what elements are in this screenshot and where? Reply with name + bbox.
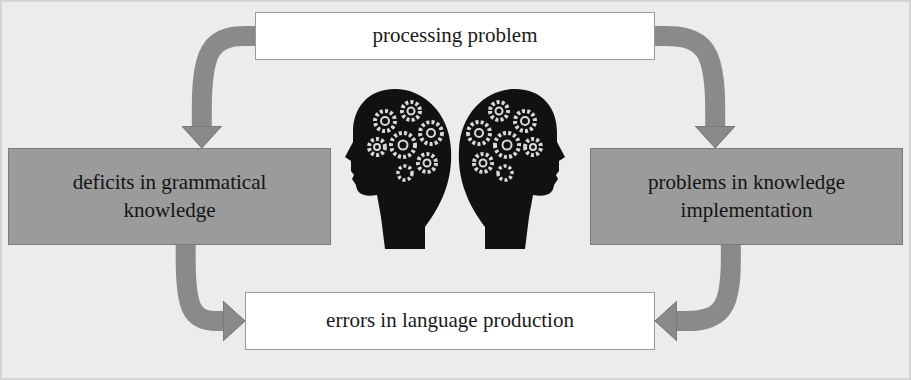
box-label: problems in knowledge implementation <box>625 169 868 224</box>
box-label: processing problem <box>372 22 537 49</box>
head-silhouette <box>459 89 565 249</box>
head-silhouette <box>345 89 451 249</box>
cause-box: deficits in grammatical knowledge <box>8 148 331 245</box>
flow-arrow <box>202 36 255 126</box>
flow-arrow <box>186 245 223 321</box>
box-label: deficits in grammatical knowledge <box>43 169 296 224</box>
box-label: errors in language production <box>326 307 574 334</box>
process-box: processing problem <box>255 12 655 60</box>
cause-box: problems in knowledge implementation <box>590 148 903 245</box>
flow-arrow <box>655 36 715 126</box>
flow-arrow <box>677 245 731 321</box>
process-box: errors in language production <box>245 292 655 350</box>
